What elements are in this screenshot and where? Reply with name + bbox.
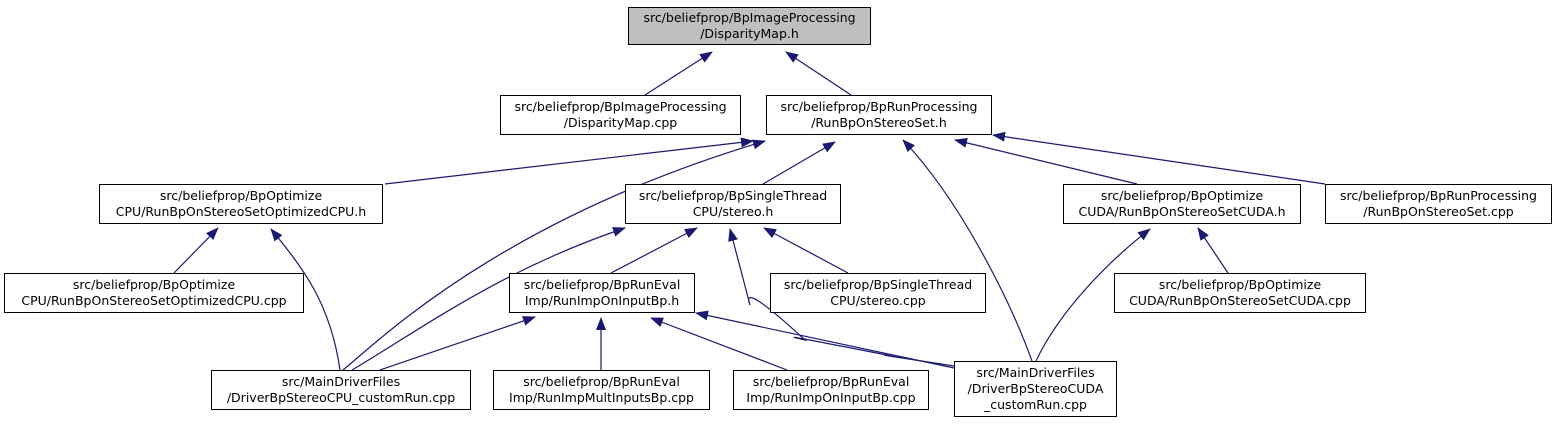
node-label-line: _customRun.cpp	[984, 397, 1087, 412]
node-label-line: /DisparityMap.h	[700, 26, 799, 41]
graph-node[interactable]: src/beliefprop/BpImageProcessing/Dispari…	[500, 95, 741, 135]
node-label-line: Imp/RunImpMultInputsBp.cpp	[509, 390, 694, 405]
include-edge	[1197, 227, 1229, 274]
include-edge	[695, 310, 955, 369]
node-label-line: src/MainDriverFiles	[281, 374, 401, 389]
include-edge	[342, 139, 766, 371]
node-label-line: src/beliefprop/BpRunEval	[523, 277, 681, 292]
include-edge	[173, 227, 219, 274]
node-label-line: /DisparityMap.cpp	[563, 115, 678, 130]
graph-node[interactable]: src/MainDriverFiles/DriverBpStereoCPU_cu…	[211, 370, 471, 410]
include-edge	[610, 227, 698, 274]
node-label-line: CPU/RunBpOnStereoSetOptimizedCPU.h	[115, 204, 367, 219]
node-label-line: src/beliefprop/BpRunProcessing	[780, 99, 978, 114]
node-label-line: src/beliefprop/BpSingleThread	[783, 277, 973, 292]
node-label-line: /RunBpOnStereoSet.cpp	[1363, 204, 1514, 219]
include-edge	[785, 51, 852, 96]
include-edge	[954, 137, 1138, 185]
node-label-line: src/beliefprop/BpImageProcessing	[514, 99, 727, 114]
include-edge	[644, 51, 713, 96]
node-label-line: src/beliefprop/BpRunEval	[752, 374, 910, 389]
node-label-line: CUDA/RunBpOnStereoSetCUDA.h	[1078, 204, 1286, 219]
include-edge	[1035, 228, 1151, 362]
node-label-line: src/beliefprop/BpOptimize	[159, 188, 323, 203]
graph-root-node: src/beliefprop/BpImageProcessing/Dispari…	[628, 7, 871, 45]
node-label-line: CPU/stereo.h	[692, 204, 774, 219]
node-label-line: CPU/RunBpOnStereoSetOptimizedCPU.cpp	[21, 293, 287, 308]
graph-node[interactable]: src/beliefprop/BpRunProcessing/RunBpOnSt…	[1325, 184, 1552, 224]
node-label-line: CPU/stereo.cpp	[830, 293, 926, 308]
node-label-line: src/beliefprop/BpOptimize	[1158, 277, 1322, 292]
graph-node[interactable]: src/MainDriverFiles/DriverBpStereoCUDA_c…	[954, 361, 1117, 417]
include-edge	[992, 131, 1326, 185]
include-edge	[384, 137, 754, 185]
include-edge	[902, 139, 1033, 362]
graph-node[interactable]: src/beliefprop/BpRunProcessing/RunBpOnSt…	[766, 95, 992, 135]
include-edge	[351, 227, 626, 371]
node-label-line: src/MainDriverFiles	[976, 365, 1095, 380]
node-label-line: /RunBpOnStereoSet.h	[811, 115, 947, 130]
node-label-line: src/beliefprop/BpRunEval	[523, 374, 680, 389]
include-edge	[379, 316, 536, 371]
node-label-line: Imp/RunImpOnInputBp.h	[524, 293, 680, 308]
node-label-line: /DriverBpStereoCPU_customRun.cpp	[226, 390, 456, 405]
node-label-line: src/beliefprop/BpOptimize	[1100, 188, 1264, 203]
node-label-line: src/beliefprop/BpSingleThread	[638, 188, 828, 203]
node-label-line: src/beliefprop/BpRunProcessing	[1340, 188, 1537, 203]
node-label-line: src/beliefprop/BpImageProcessing	[643, 10, 856, 25]
include-edge	[763, 227, 849, 274]
include-edge	[650, 317, 788, 371]
include-edge	[728, 228, 955, 367]
include-edge	[270, 228, 341, 371]
node-label-line: Imp/RunImpOnInputBp.cpp	[746, 390, 916, 405]
node-label-line: src/beliefprop/BpOptimize	[72, 277, 236, 292]
include-edge	[762, 141, 836, 185]
node-label-line: CUDA/RunBpOnStereoSetCUDA.cpp	[1129, 293, 1351, 308]
node-label-line: /DriverBpStereoCUDA	[967, 381, 1104, 396]
